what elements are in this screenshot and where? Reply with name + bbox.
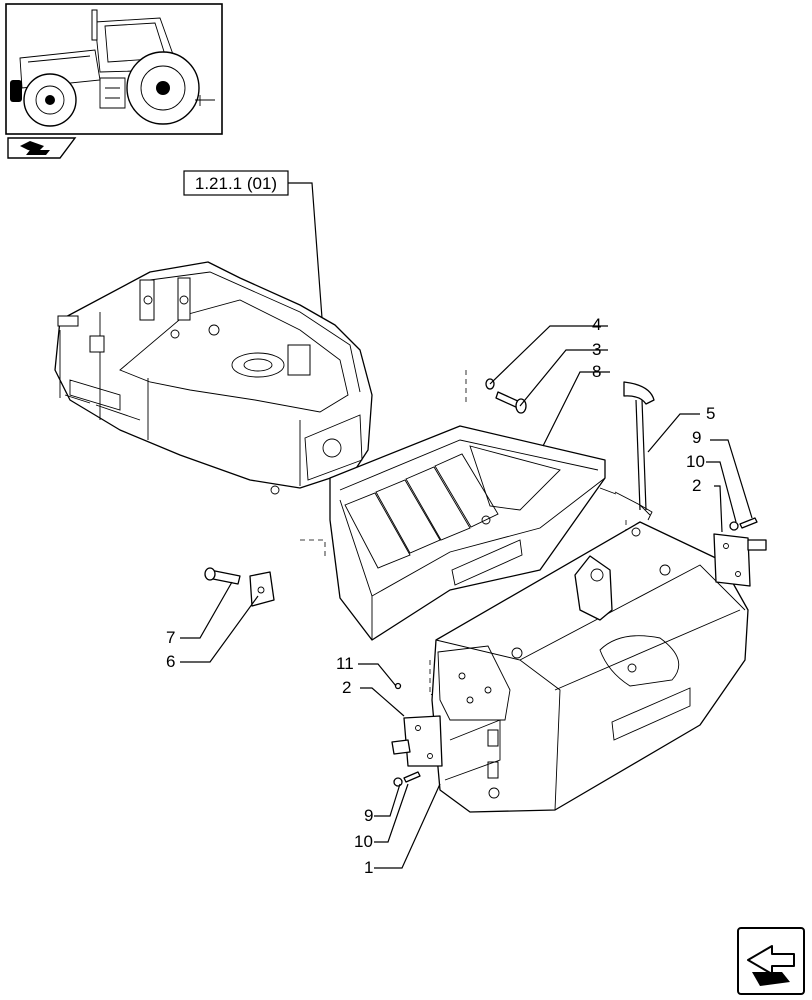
bolt-9-right-part	[739, 517, 758, 529]
bolt-7-part	[204, 567, 241, 585]
callout-6[interactable]: 6	[166, 652, 175, 671]
thumbnail-panel[interactable]	[5, 3, 223, 135]
callout-2-right[interactable]: 2	[692, 476, 701, 495]
front-frame-part	[54, 261, 373, 495]
callout-11[interactable]: 11	[336, 654, 354, 673]
side-plate-left-part	[391, 715, 443, 767]
locking-pin-part	[614, 381, 655, 521]
callout-10-left[interactable]: 10	[354, 832, 373, 851]
reference-label[interactable]: 1.21.1 (01)	[183, 170, 289, 196]
callout-9-right[interactable]: 9	[692, 428, 701, 447]
callout-10-right[interactable]: 10	[686, 452, 705, 471]
side-plate-right-part	[713, 533, 767, 587]
bolt-9-left-part	[393, 771, 421, 787]
callout-8[interactable]: 8	[592, 362, 601, 381]
callout-1[interactable]: 1	[364, 858, 373, 877]
reference-label-text: 1.21.1 (01)	[195, 174, 277, 193]
tractor-icon	[10, 9, 215, 127]
next-page-arrow-icon[interactable]	[737, 927, 805, 995]
callout-9-left[interactable]: 9	[364, 806, 373, 825]
callout-4[interactable]: 4	[592, 315, 601, 334]
bolt-3-part	[495, 391, 527, 414]
washer-10-right-part	[729, 521, 739, 531]
book-arrow-icon[interactable]	[7, 137, 77, 159]
pin-11-part	[394, 682, 402, 690]
callout-2-left[interactable]: 2	[342, 678, 351, 697]
callout-3[interactable]: 3	[592, 340, 601, 359]
block-6-part	[249, 571, 275, 607]
callout-7[interactable]: 7	[166, 628, 175, 647]
weight-carrier-part	[329, 425, 617, 641]
callout-5[interactable]: 5	[706, 404, 715, 423]
